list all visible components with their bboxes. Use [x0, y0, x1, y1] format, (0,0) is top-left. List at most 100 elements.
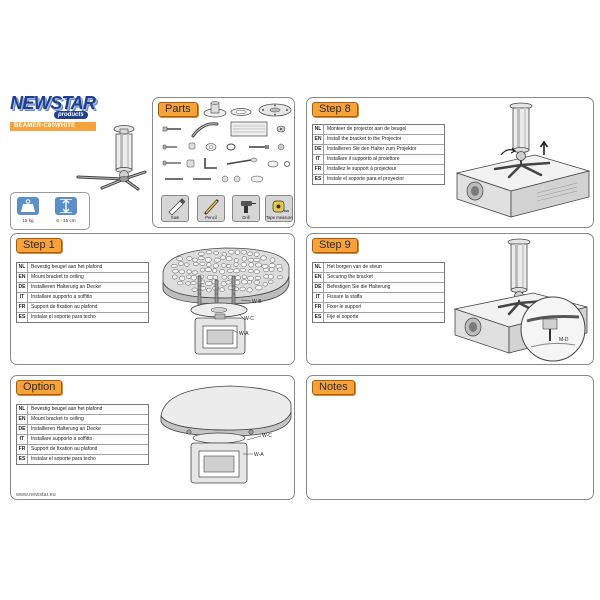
instruction-text: Monteer de projector aan de beugel [327, 126, 407, 132]
ceiling-stone [212, 274, 218, 280]
ceiling-stone [269, 267, 275, 273]
tool-saw: Saw [161, 195, 189, 222]
ceiling-stone [193, 262, 199, 266]
saw-icon [168, 198, 186, 216]
ceiling-stone [276, 275, 283, 280]
drill-icon [241, 201, 256, 213]
step-1-title: Step 1 [16, 238, 62, 253]
instruction-text: Fixer le support [327, 304, 362, 310]
tool-pencil: Pencil [197, 195, 225, 222]
ceiling-stone [186, 256, 193, 261]
ceiling-stone [226, 268, 234, 273]
ceiling-stone [176, 256, 183, 262]
tool-label: Pencil [205, 215, 217, 220]
instruction-text: Securing the bracket [327, 274, 373, 280]
ceiling-stone [234, 279, 241, 286]
ceiling [162, 247, 290, 305]
spider-bracket [76, 170, 147, 191]
ceiling-stone [239, 267, 246, 273]
ceiling-stone [246, 280, 253, 285]
svg-text:W-C: W-C [262, 433, 272, 439]
tool-tape-measure: Tape measure [265, 195, 293, 222]
brand-logo: NEWSTAR products [10, 94, 98, 120]
ceiling-stone [232, 268, 241, 274]
instruction-text: Support de fixation au plafond [31, 446, 98, 452]
ceiling-stone [233, 262, 239, 267]
long-bolt-part [162, 126, 181, 132]
lever-part [191, 122, 219, 138]
callout-w-c: W-C [238, 313, 254, 322]
ceiling-stone [198, 251, 205, 256]
svg-text:W-A: W-A [239, 331, 249, 337]
language-code: ES [17, 313, 28, 322]
ceiling-stone [267, 273, 274, 280]
ceiling-stone [199, 261, 206, 266]
ceiling-stone [253, 269, 260, 274]
height-adjust-icon [55, 197, 77, 215]
instruction-text: Installare il supporto al proiettore [327, 156, 400, 162]
svg-text:M-D: M-D [559, 337, 569, 343]
ceiling-stone [253, 257, 261, 262]
ceiling-stone [186, 269, 192, 274]
ceiling-texture [170, 249, 284, 293]
ring-washer-part [230, 108, 252, 116]
adapter-plate-part [258, 103, 292, 117]
ceiling-stone [240, 250, 247, 255]
ceiling-slab [160, 385, 292, 437]
ceiling-stone [190, 281, 197, 285]
instruction-text: Installare supporto a soffitto [31, 294, 93, 300]
ceiling-plate-part [203, 101, 227, 118]
ceiling-stone [220, 263, 227, 268]
language-code: FR [313, 303, 324, 312]
language-code: ES [313, 175, 324, 184]
svg-text:W-B: W-B [252, 299, 262, 305]
ceiling-stone [213, 263, 219, 269]
weight-label: 15 kg [22, 218, 34, 223]
instruction-text: Installieren Halterung an Decke [31, 426, 101, 432]
rotate-arrow-icon [500, 147, 517, 156]
ceiling-stone [253, 280, 260, 285]
instruction-text: Fissare la staffa [327, 294, 363, 300]
ceiling-stone [247, 275, 254, 281]
language-code: NL [313, 263, 324, 272]
ceiling-stone [248, 262, 254, 268]
step-8-illustration [455, 102, 591, 218]
instruction-text: Install the bracket to the Projector [327, 136, 402, 142]
ceiling-stone [171, 274, 178, 280]
step-9-title: Step 9 [312, 238, 358, 253]
ceiling-stone [240, 262, 247, 268]
callout-w-b: W-B [240, 299, 262, 305]
language-code: FR [313, 165, 324, 174]
ceiling-stone [178, 261, 184, 266]
instruction-text: Instale el soporte para el proyector [327, 176, 404, 182]
tape-measure-icon [272, 200, 289, 213]
height-range-label: 6 - 15 cm [56, 218, 76, 223]
language-code: DE [17, 283, 28, 292]
instruction-text: Mount bracket to ceiling [31, 416, 84, 422]
language-code: DE [313, 283, 324, 292]
ceiling-stone [213, 257, 221, 263]
language-code: NL [313, 125, 324, 134]
tool-label: Drill [242, 215, 250, 220]
language-code: EN [313, 273, 324, 282]
step-9-illustration: M-D [453, 238, 588, 362]
ceiling-stone [241, 256, 247, 262]
ceiling-stone [170, 264, 178, 268]
ceiling-stone [247, 251, 253, 256]
up-arrow-icon [539, 140, 549, 155]
